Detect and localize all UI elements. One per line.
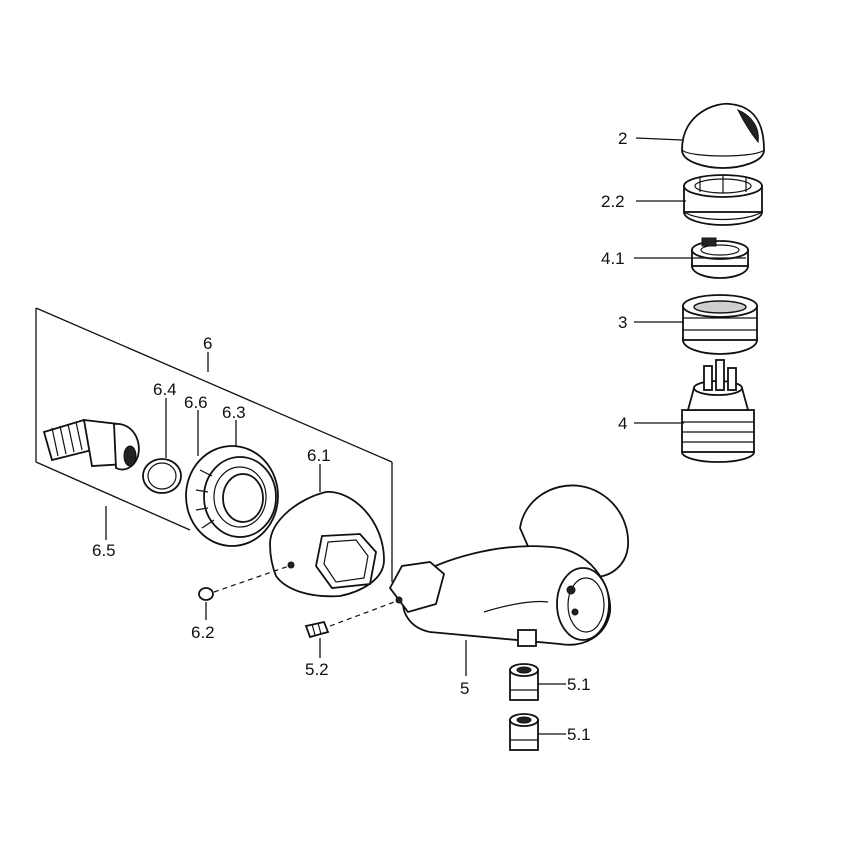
part-check-valve-a <box>509 663 539 701</box>
label-nut: 6.3 <box>222 403 246 422</box>
part-check-valve-b <box>509 713 539 751</box>
part-o-ring <box>142 458 182 494</box>
part-stop-ring <box>691 237 749 279</box>
label-inlet-connector: 6.5 <box>92 541 116 560</box>
label-check-valve-b: 5.1 <box>567 725 591 744</box>
part-body <box>388 484 629 647</box>
alignment-lines <box>213 565 398 627</box>
assembly-6-bracket <box>35 307 393 582</box>
label-cap: 2 <box>618 129 627 148</box>
label-o-ring: 6.4 <box>153 380 177 399</box>
part-cap <box>681 102 765 169</box>
label-bonnet: 3 <box>618 313 627 332</box>
label-check-valve-a: 5.1 <box>567 675 591 694</box>
part-cover <box>269 491 385 598</box>
label-stop-ring: 4.1 <box>601 249 625 268</box>
label-gasket: 6.6 <box>184 393 208 412</box>
label-set-screw: 6.2 <box>191 623 215 642</box>
label-grub-screw: 5.2 <box>305 660 329 679</box>
part-cartridge <box>681 359 755 463</box>
part-bonnet <box>682 294 758 355</box>
label-cartridge: 4 <box>618 414 627 433</box>
label-assembly: 6 <box>203 334 212 353</box>
part-set-screw <box>198 587 214 601</box>
leader-lines <box>105 137 694 735</box>
label-body: 5 <box>460 679 469 698</box>
part-labels: 2 2.2 4.1 3 4 6 6.4 6.6 6.3 6.1 6.5 6.2 … <box>92 129 627 744</box>
label-cap-ring: 2.2 <box>601 192 625 211</box>
label-cover: 6.1 <box>307 446 331 465</box>
part-grub-screw <box>304 620 330 639</box>
part-inlet-connector <box>42 418 140 471</box>
part-gasket-nut <box>185 445 279 547</box>
part-cap-ring <box>683 174 763 226</box>
